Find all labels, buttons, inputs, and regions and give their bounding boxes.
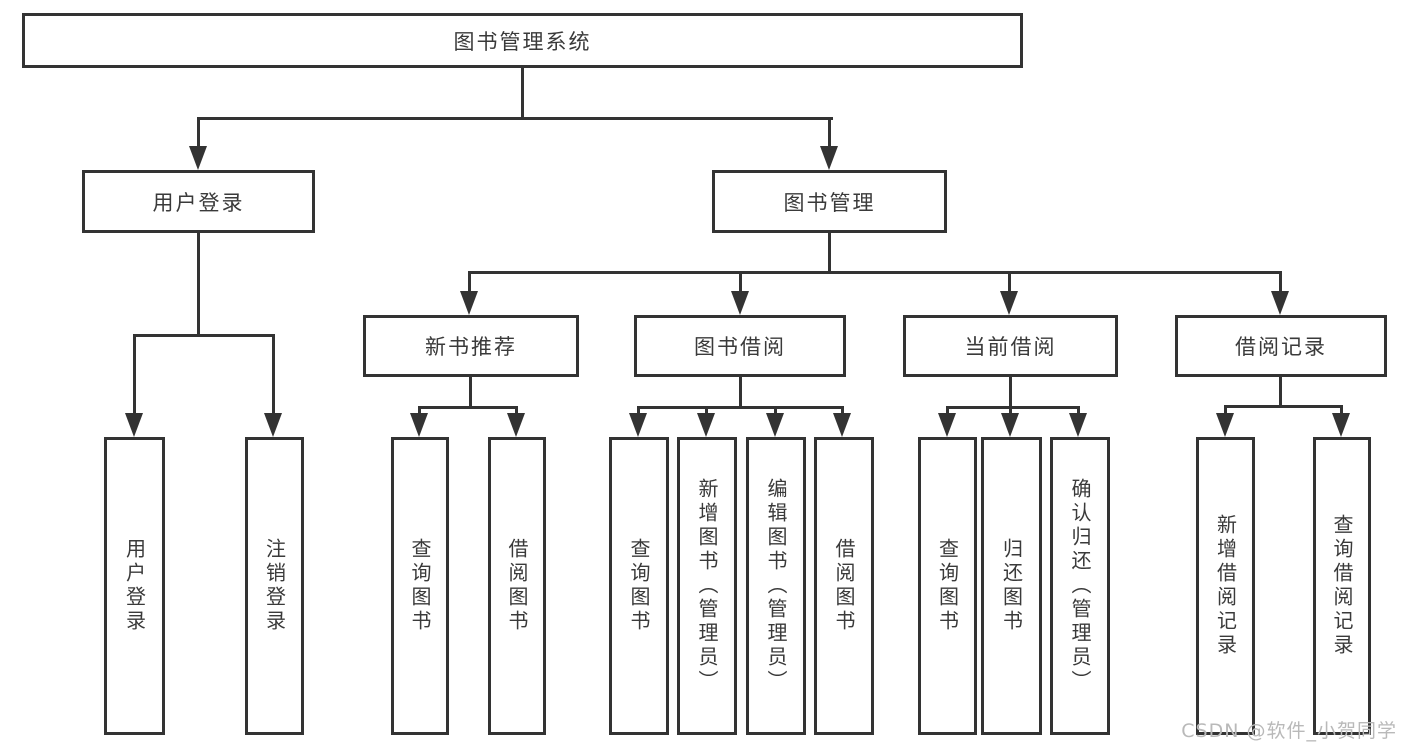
node-query-books-borrowing: 查询图书	[609, 437, 669, 735]
connector-arrow-shaft-br-query	[1340, 405, 1343, 416]
arrowhead-user-login	[189, 146, 207, 170]
connector-book-borrowing-distributor	[637, 406, 844, 409]
connector-current-borrowing-distributor	[946, 406, 1080, 409]
arrowhead-bb-borrow	[833, 413, 851, 437]
arrowhead-nb-borrow	[507, 413, 525, 437]
node-borrow-books-borrowing: 借阅图书	[814, 437, 874, 735]
connector-borrowing-records-distributor	[1224, 405, 1343, 408]
arrowhead-bb-add	[697, 413, 715, 437]
node-user-login-leaf: 用户登录	[104, 437, 165, 735]
connector-new-book-stem	[469, 377, 472, 409]
connector-root-stem	[521, 68, 524, 119]
node-borrowing-records: 借阅记录	[1175, 315, 1387, 377]
connector-borrowing-records-stem	[1279, 377, 1282, 408]
arrowhead-login-leaf	[125, 413, 143, 437]
connector-level1-distributor	[197, 117, 833, 120]
arrowhead-nb-query	[410, 413, 428, 437]
connector-arrow-shaft-current-borrowing	[1008, 271, 1011, 293]
connector-arrow-shaft-br-add	[1224, 405, 1227, 416]
arrowhead-cb-query	[938, 413, 956, 437]
node-new-book-recommendation: 新书推荐	[363, 315, 579, 377]
node-current-borrowing: 当前借阅	[903, 315, 1118, 377]
node-return-books: 归还图书	[981, 437, 1042, 735]
arrowhead-new-book	[460, 291, 478, 315]
connector-arrow-shaft-logout-leaf	[272, 334, 275, 416]
arrowhead-cb-confirm	[1069, 413, 1087, 437]
connector-arrow-shaft-book-management	[828, 117, 831, 149]
connector-arrow-shaft-cb-query	[946, 406, 949, 416]
connector-book-borrowing-stem	[739, 377, 742, 409]
connector-arrow-shaft-cb-return	[1009, 406, 1012, 416]
connector-arrow-shaft-login-leaf	[133, 334, 136, 416]
arrowhead-br-add	[1216, 413, 1234, 437]
node-edit-books-admin: 编辑图书（管理员）	[746, 437, 806, 735]
node-user-login: 用户登录	[82, 170, 315, 233]
connector-current-borrowing-stem	[1009, 377, 1012, 409]
node-query-borrow-record: 查询借阅记录	[1313, 437, 1371, 735]
arrowhead-bb-edit	[766, 413, 784, 437]
arrowhead-cb-return	[1001, 413, 1019, 437]
node-library-management-system: 图书管理系统	[22, 13, 1023, 68]
connector-arrow-shaft-nb-borrow	[515, 406, 518, 416]
connector-arrow-shaft-bb-borrow	[841, 406, 844, 416]
connector-arrow-shaft-bb-add	[705, 406, 708, 416]
node-book-management: 图书管理	[712, 170, 947, 233]
connector-level3-distributor	[468, 271, 1282, 274]
arrowhead-logout-leaf	[264, 413, 282, 437]
arrowhead-book-borrowing	[731, 291, 749, 315]
connector-arrow-shaft-bb-query	[637, 406, 640, 416]
connector-arrow-shaft-borrowing-records	[1279, 271, 1282, 293]
connector-arrow-shaft-new-book	[468, 271, 471, 293]
node-add-borrow-record: 新增借阅记录	[1196, 437, 1255, 735]
arrowhead-current-borrowing	[1000, 291, 1018, 315]
node-query-books-current: 查询图书	[918, 437, 977, 735]
connector-arrow-shaft-bb-edit	[774, 406, 777, 416]
connector-arrow-shaft-nb-query	[418, 406, 421, 416]
watermark: CSDN @软件_小贺同学	[1181, 720, 1397, 742]
node-confirm-return-admin: 确认归还（管理员）	[1050, 437, 1110, 735]
connector-arrow-shaft-cb-confirm	[1077, 406, 1080, 416]
connector-user-login-distributor	[133, 334, 274, 337]
arrowhead-book-management	[820, 146, 838, 170]
node-book-borrowing: 图书借阅	[634, 315, 846, 377]
node-add-books-admin: 新增图书（管理员）	[677, 437, 737, 735]
node-borrow-books-recommend: 借阅图书	[488, 437, 546, 735]
connector-book-management-stem	[828, 233, 831, 273]
node-logout-leaf: 注销登录	[245, 437, 304, 735]
connector-new-book-distributor	[418, 406, 518, 409]
connector-arrow-shaft-book-borrowing	[739, 271, 742, 293]
node-query-books-recommend: 查询图书	[391, 437, 449, 735]
arrowhead-bb-query	[629, 413, 647, 437]
connector-user-login-stem	[197, 233, 200, 336]
connector-arrow-shaft-user-login	[197, 117, 200, 149]
arrowhead-br-query	[1332, 413, 1350, 437]
arrowhead-borrowing-records	[1271, 291, 1289, 315]
